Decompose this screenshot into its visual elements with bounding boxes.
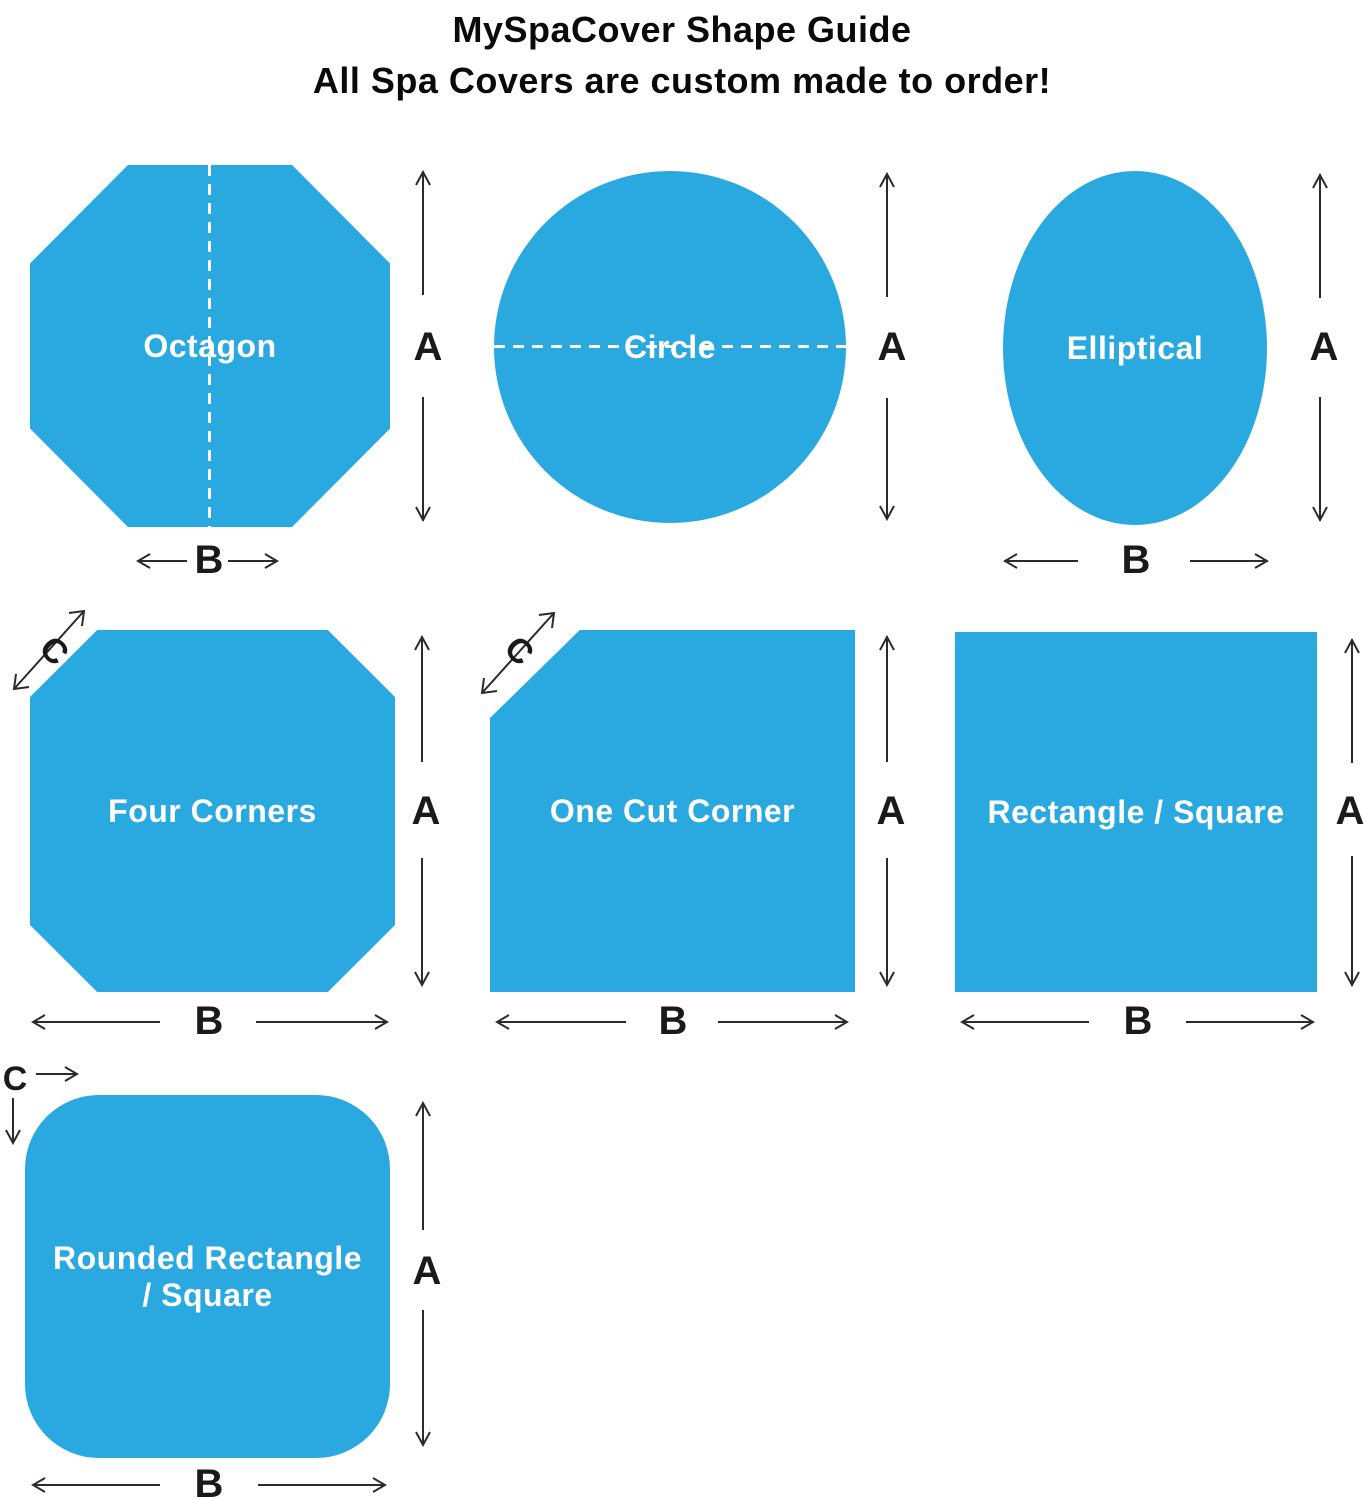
four-corners-b-arrow-left-icon	[31, 1014, 160, 1030]
octagon-shape: Octagon	[30, 165, 390, 527]
one-cut-corner-b-arrow-left-icon	[495, 1014, 626, 1030]
elliptical-a-arrow-up-icon	[1312, 172, 1328, 298]
rounded-rectangle-square-c-arrow-right-icon	[36, 1066, 79, 1082]
rounded-rectangle-square-label-line-2: / Square	[142, 1276, 273, 1313]
page-title: MySpaCover Shape Guide All Spa Covers ar…	[0, 4, 1364, 106]
rectangle-square-a-arrow-down-icon	[1344, 856, 1360, 988]
rectangle-square-b-arrow-right-icon	[1186, 1014, 1315, 1030]
rounded-rectangle-square-c-arrow-down-icon	[5, 1098, 21, 1146]
elliptical-label: Elliptical	[1066, 329, 1204, 366]
octagon-a-arrow-down-icon	[415, 397, 431, 523]
one-cut-corner-a-arrow-down-icon	[879, 858, 895, 988]
elliptical-b-arrow-left-icon	[1003, 553, 1078, 569]
octagon-dim-a: A	[413, 325, 443, 369]
four-corners-c-arrow-diagonal-icon	[12, 609, 86, 691]
rounded-rectangle-square-b-arrow-left-icon	[31, 1477, 160, 1493]
elliptical-dim-b: B	[1121, 538, 1151, 582]
rectangle-square-a-arrow-up-icon	[1344, 637, 1360, 763]
rectangle-square-shape: Rectangle / Square	[955, 632, 1317, 992]
one-cut-corner-label: One Cut Corner	[549, 792, 796, 829]
rounded-rectangle-square-b-arrow-right-icon	[258, 1477, 387, 1493]
rounded-rectangle-square-shape: Rounded Rectangle / Square	[25, 1095, 390, 1458]
rounded-rectangle-square-a-arrow-up-icon	[415, 1100, 431, 1230]
one-cut-corner-b-arrow-right-icon	[718, 1014, 849, 1030]
elliptical-b-arrow-right-icon	[1190, 553, 1269, 569]
title-line-1: MySpaCover Shape Guide	[452, 9, 912, 50]
four-corners-b-arrow-right-icon	[256, 1014, 389, 1030]
circle-a-arrow-up-icon	[879, 171, 895, 297]
rectangle-square-label: Rectangle / Square	[987, 793, 1285, 830]
circle-center-dashed-line	[494, 345, 846, 348]
one-cut-corner-dim-b: B	[658, 999, 688, 1043]
octagon-b-arrow-left-icon	[136, 553, 187, 569]
octagon-center-dashed-line	[208, 165, 211, 527]
circle-dim-a: A	[877, 325, 907, 369]
one-cut-corner-shape: One Cut Corner	[490, 630, 855, 992]
four-corners-a-arrow-down-icon	[414, 858, 430, 988]
rectangle-square-dim-a: A	[1335, 789, 1364, 833]
circle-a-arrow-down-icon	[879, 398, 895, 522]
rounded-rectangle-square-a-arrow-down-icon	[415, 1310, 431, 1448]
one-cut-corner-dim-a: A	[876, 789, 906, 833]
rounded-rectangle-square-dim-c: C	[2, 1060, 28, 1098]
rectangle-square-b-arrow-left-icon	[960, 1014, 1089, 1030]
rounded-rectangle-square-label-line-1: Rounded Rectangle	[53, 1239, 362, 1276]
octagon-b-arrow-right-icon	[228, 553, 279, 569]
one-cut-corner-a-arrow-up-icon	[879, 634, 895, 762]
rounded-rectangle-square-dim-b: B	[194, 1462, 224, 1500]
circle-label: Circle	[624, 328, 716, 365]
octagon-label: Octagon	[143, 327, 277, 364]
four-corners-a-arrow-up-icon	[414, 634, 430, 762]
octagon-dim-b: B	[194, 538, 224, 582]
circle-shape: Circle	[494, 171, 846, 523]
elliptical-a-arrow-down-icon	[1312, 397, 1328, 523]
four-corners-shape: Four Corners	[30, 630, 395, 992]
rounded-rectangle-square-label: Rounded Rectangle / Square	[53, 1240, 362, 1314]
elliptical-shape: Elliptical	[1003, 171, 1267, 525]
rectangle-square-dim-b: B	[1123, 999, 1153, 1043]
octagon-a-arrow-up-icon	[415, 169, 431, 295]
title-line-2: All Spa Covers are custom made to order!	[312, 60, 1052, 102]
four-corners-label: Four Corners	[108, 792, 317, 829]
four-corners-dim-a: A	[411, 789, 441, 833]
one-cut-corner-c-arrow-diagonal-icon	[480, 611, 556, 695]
rounded-rectangle-square-dim-a: A	[412, 1249, 442, 1293]
four-corners-dim-b: B	[194, 999, 224, 1043]
elliptical-dim-a: A	[1309, 325, 1339, 369]
